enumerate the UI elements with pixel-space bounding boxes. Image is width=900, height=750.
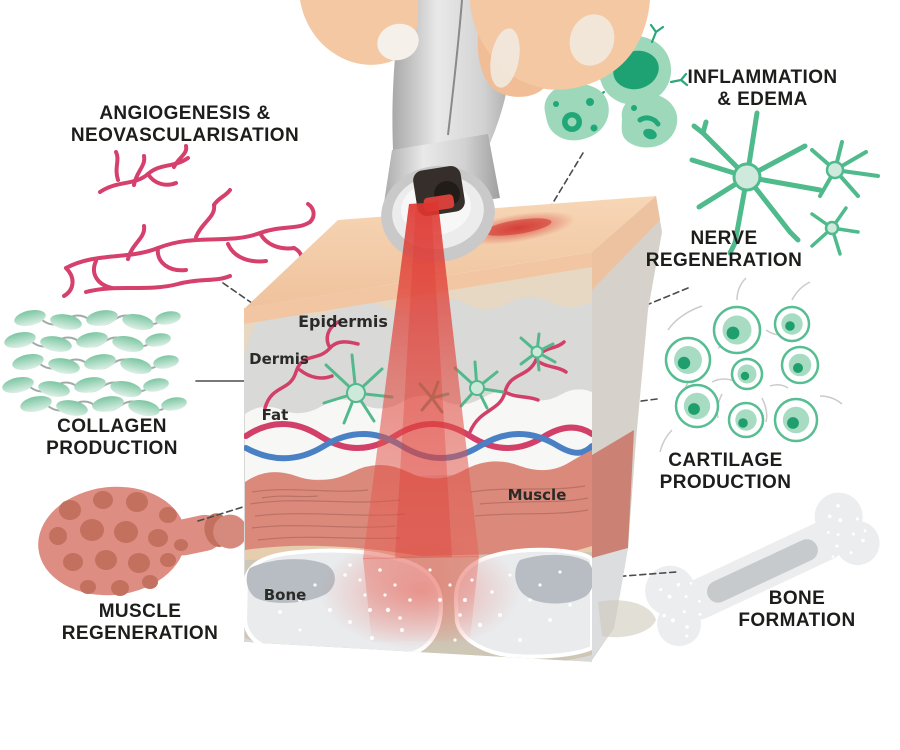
neuron-stars-icon <box>689 110 880 256</box>
epidermis-layer <box>244 264 592 356</box>
muscle-regeneration-label: MUSCLE REGENERATION <box>61 601 219 645</box>
epidermis-label: Epidermis <box>298 312 388 331</box>
collagen-fibers-icon <box>0 306 189 420</box>
laser-skin-spot <box>460 211 576 245</box>
dermis-label: Dermis <box>249 350 309 368</box>
laser-beam-icon <box>363 202 479 559</box>
fingernail <box>490 28 520 88</box>
muscle-cross-section-icon <box>38 486 248 596</box>
collagen-production-label: COLLAGEN PRODUCTION <box>46 416 178 460</box>
bone-formation-label: BONE FORMATION <box>738 588 856 632</box>
angiogenesis-label: ANGIOGENESIS & NEOVASCULARISATION <box>70 103 300 147</box>
fingernail <box>569 14 615 66</box>
fat-label: Fat <box>261 406 289 424</box>
cartilage-cells-icon <box>659 277 843 453</box>
bone-label: Bone <box>263 586 307 604</box>
hand <box>300 0 650 97</box>
muscle-label: Muscle <box>507 486 567 504</box>
connector-muscle <box>197 496 276 522</box>
bone-icon <box>645 492 880 647</box>
cartilage-production-label: CARTILAGE PRODUCTION <box>659 450 792 494</box>
dermal-vessels <box>263 320 568 434</box>
nerve-regeneration-label: NERVE REGENERATION <box>645 228 803 272</box>
inflammation-label: INFLAMMATION & EDEMA <box>687 67 838 111</box>
blood-vessels-icon <box>62 144 316 298</box>
thumbnail <box>377 23 419 61</box>
